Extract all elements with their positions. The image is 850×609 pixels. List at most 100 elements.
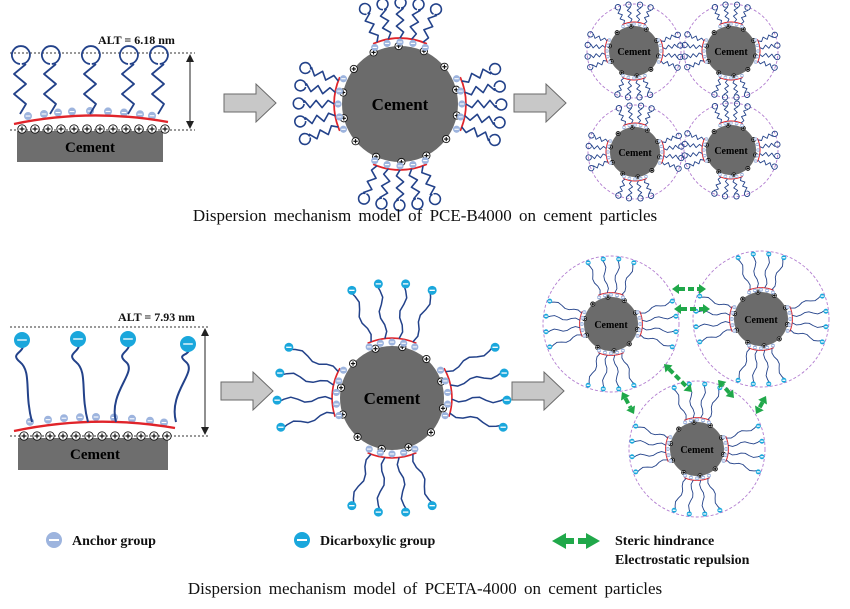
side-chain <box>722 1 730 23</box>
backbone <box>622 177 648 182</box>
anchor-group <box>787 310 792 315</box>
plus-charge <box>404 443 413 452</box>
anchor-group <box>718 73 722 78</box>
backbone <box>665 435 669 463</box>
dicarboxylic-group <box>401 507 411 517</box>
side-chain <box>587 31 608 42</box>
anchor-group <box>683 473 688 478</box>
side-chain <box>298 125 339 146</box>
cement-core-label: Cement <box>744 315 778 326</box>
anchor-group <box>388 338 396 346</box>
plus-charge <box>82 124 92 134</box>
side-chain <box>11 45 31 115</box>
anchor-group <box>92 413 100 422</box>
dicarboxylic-group <box>669 298 675 304</box>
plus-charge <box>590 301 596 307</box>
dicarboxylic-group <box>702 511 708 517</box>
plus-charge <box>440 62 449 71</box>
side-chain <box>751 253 759 288</box>
dicarboxylic-group <box>427 285 437 295</box>
anchor-group <box>723 75 728 80</box>
side-chain <box>585 153 607 161</box>
anchor-group <box>620 348 625 353</box>
anchor-group <box>606 155 611 160</box>
anchor-group <box>724 447 729 451</box>
anchor-group <box>704 137 709 141</box>
backbone <box>789 305 793 333</box>
anchor-group <box>421 156 429 165</box>
dicarboxylic-group <box>759 454 765 460</box>
side-chain <box>549 301 582 314</box>
side-chain <box>792 309 827 317</box>
anchor-group <box>753 38 758 42</box>
anchor-group <box>622 125 626 130</box>
anchor-group <box>688 418 693 423</box>
side-chain <box>732 1 741 23</box>
side-chain <box>771 348 786 381</box>
plus-charge <box>43 124 53 134</box>
anchor-group <box>421 43 429 52</box>
side-chain <box>640 334 673 347</box>
side-chain <box>711 4 722 24</box>
anchor-group <box>606 144 611 149</box>
dicarboxylic-group <box>276 422 286 432</box>
anchor-group <box>441 412 449 420</box>
anchor-group <box>441 377 449 385</box>
anchor-group <box>605 43 610 48</box>
dicarboxylic-group <box>629 438 635 444</box>
anchor-group <box>729 175 733 179</box>
anchor-group <box>723 121 728 126</box>
anchor-group <box>788 317 793 321</box>
anchor-group <box>579 322 584 326</box>
anchor-group <box>444 388 452 397</box>
side-chain <box>681 151 703 159</box>
side-chain <box>635 1 644 23</box>
anchor-group <box>702 49 706 53</box>
dicarboxylic-group <box>702 381 708 387</box>
dicarboxylic-group <box>693 324 699 330</box>
plus-charge <box>649 167 655 173</box>
anchor-group <box>638 176 643 181</box>
steric-layer-halo <box>587 104 683 200</box>
anchor-group <box>409 160 417 169</box>
right-arrow-icon <box>220 370 274 412</box>
backbone <box>621 21 647 26</box>
side-chain <box>352 453 372 507</box>
right-arrow-icon <box>223 82 277 124</box>
anchor-group <box>723 22 728 27</box>
side-chain <box>695 310 731 316</box>
cement-core <box>670 422 724 476</box>
legend-steric-label: Steric hindrance <box>615 534 714 549</box>
dicarboxylic-group <box>347 501 357 511</box>
side-chain <box>727 452 763 458</box>
cement-particle: Cement <box>681 100 781 200</box>
anchor-group <box>60 414 68 423</box>
plus-charge <box>84 431 94 441</box>
double-arrow-icon <box>755 396 767 414</box>
plus-charge <box>123 431 133 441</box>
plus-charge <box>110 431 120 441</box>
side-chain <box>461 62 502 83</box>
side-chain <box>642 314 677 322</box>
side-chain <box>732 79 740 101</box>
side-chain <box>740 177 751 197</box>
anchor-group <box>633 177 637 181</box>
side-chain <box>602 354 608 390</box>
cement-core-label: Cement <box>714 47 748 58</box>
backbone <box>718 120 744 125</box>
double-arrow-icon <box>552 533 600 549</box>
dicarboxylic-group <box>499 368 509 378</box>
plus-charge <box>761 343 767 349</box>
plus-charge <box>351 137 360 146</box>
anchor-group <box>622 174 626 179</box>
anchor-group <box>765 345 770 350</box>
dicarboxylic-group <box>697 339 703 345</box>
anchor-group <box>734 75 739 80</box>
side-chain <box>699 480 707 515</box>
backbone <box>756 38 761 64</box>
side-chain <box>672 387 687 420</box>
backbone <box>605 139 610 165</box>
anchor-group <box>702 43 707 48</box>
